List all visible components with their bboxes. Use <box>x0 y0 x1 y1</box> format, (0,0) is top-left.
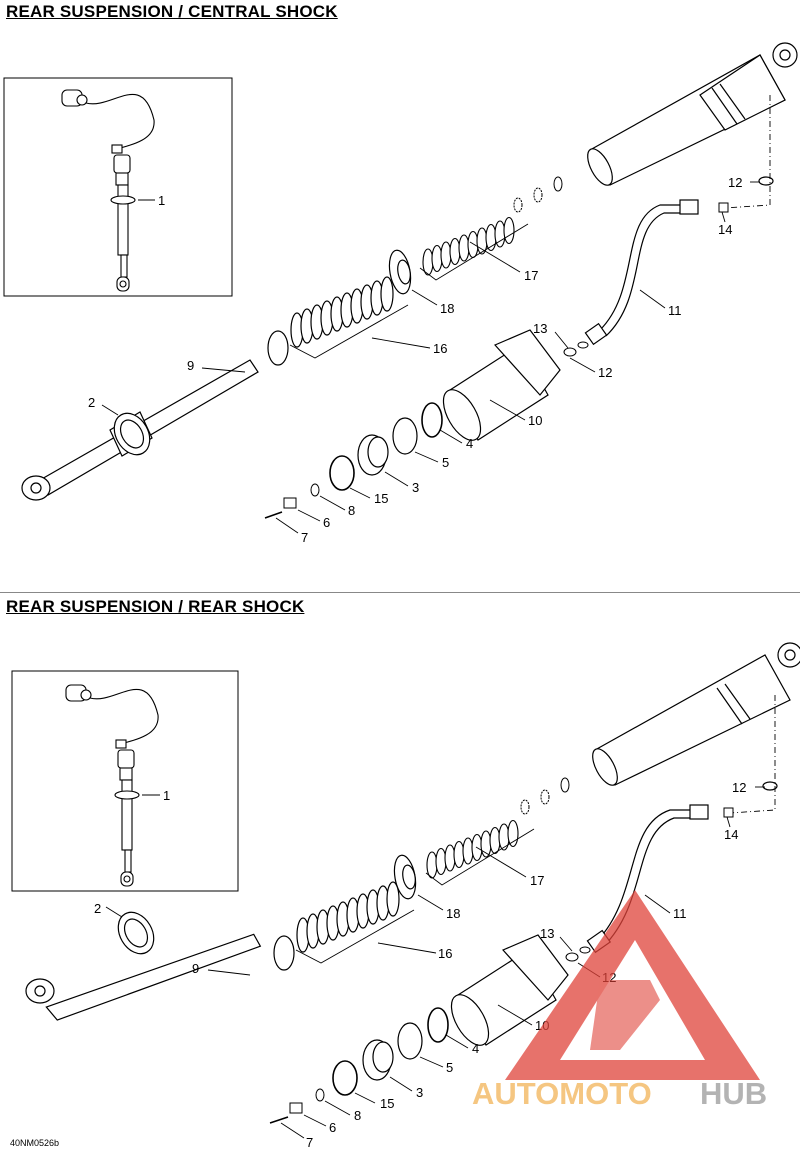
watermark-text-hub: HUB <box>700 1076 767 1111</box>
label-1-rear: 1 <box>163 788 170 803</box>
watermark-text-automoto: AUTOMOTO <box>472 1076 652 1111</box>
label-5-rear: 5 <box>446 1060 453 1075</box>
label-16: 16 <box>433 341 447 356</box>
label-4: 4 <box>466 436 473 451</box>
label-9: 9 <box>187 358 194 373</box>
spring-16 <box>290 276 394 348</box>
watermark-logo-triangle <box>505 890 760 1080</box>
label-6-rear: 6 <box>329 1120 336 1135</box>
label-11: 11 <box>668 303 682 318</box>
section-title-central-shock: REAR SUSPENSION / CENTRAL SHOCK <box>6 2 338 21</box>
label-2: 2 <box>88 395 95 410</box>
label-17-rear: 17 <box>530 873 544 888</box>
label-9-rear: 9 <box>192 961 199 976</box>
label-8: 8 <box>348 503 355 518</box>
cylinder-head <box>442 329 561 441</box>
label-6: 6 <box>323 515 330 530</box>
cylinder-head-rear <box>450 934 569 1046</box>
assembly-line <box>724 95 771 209</box>
label-12b-rear: 12 <box>732 780 746 795</box>
label-13-rear: 13 <box>540 926 554 941</box>
label-7: 7 <box>301 530 308 545</box>
label-4-rear: 4 <box>472 1041 479 1056</box>
inset-box-rear <box>11 670 239 892</box>
label-16-rear: 16 <box>438 946 452 961</box>
inset-box <box>3 77 233 297</box>
label-13: 13 <box>533 321 547 336</box>
shock-body-cylinder <box>587 42 798 186</box>
washer <box>267 330 289 366</box>
label-18: 18 <box>440 301 454 316</box>
label-3: 3 <box>412 480 419 495</box>
label-8-rear: 8 <box>354 1108 361 1123</box>
label-15-rear: 15 <box>380 1096 394 1111</box>
label-1: 1 <box>158 193 165 208</box>
spring-17 <box>422 216 515 276</box>
shaft-rear <box>25 911 262 1021</box>
hose <box>584 199 699 346</box>
label-2-rear: 2 <box>94 901 101 916</box>
shock-body-cylinder-rear <box>592 642 800 786</box>
piston <box>357 434 389 476</box>
label-15: 15 <box>374 491 388 506</box>
label-12a: 12 <box>598 365 612 380</box>
label-5: 5 <box>442 455 449 470</box>
label-18-rear: 18 <box>446 906 460 921</box>
label-17: 17 <box>524 268 538 283</box>
automotohub-watermark: AUTOMOTO HUB <box>472 890 767 1111</box>
label-3-rear: 3 <box>416 1085 423 1100</box>
label-11-rear: 11 <box>673 906 687 921</box>
section-divider <box>0 592 800 593</box>
drawing-code: 40NM0526b <box>10 1138 60 1148</box>
label-12b: 12 <box>728 175 742 190</box>
section-title-rear-shock: REAR SUSPENSION / REAR SHOCK <box>6 597 305 616</box>
spring-spacer <box>388 249 412 295</box>
part-labels-central: 1 2 3 4 5 6 7 8 9 10 11 12 13 12 14 15 1… <box>88 175 742 545</box>
label-14: 14 <box>718 222 732 237</box>
label-14-rear: 14 <box>724 827 738 842</box>
label-10: 10 <box>528 413 542 428</box>
small-washers <box>513 176 563 213</box>
assembled-shock-figure <box>61 89 155 292</box>
shaft <box>21 359 259 501</box>
assembled-shock-figure-rear <box>65 684 159 887</box>
label-7-rear: 7 <box>306 1135 313 1150</box>
central-shock-diagram: 1 2 3 4 5 6 7 8 9 10 11 12 13 12 14 15 1… <box>3 42 798 545</box>
